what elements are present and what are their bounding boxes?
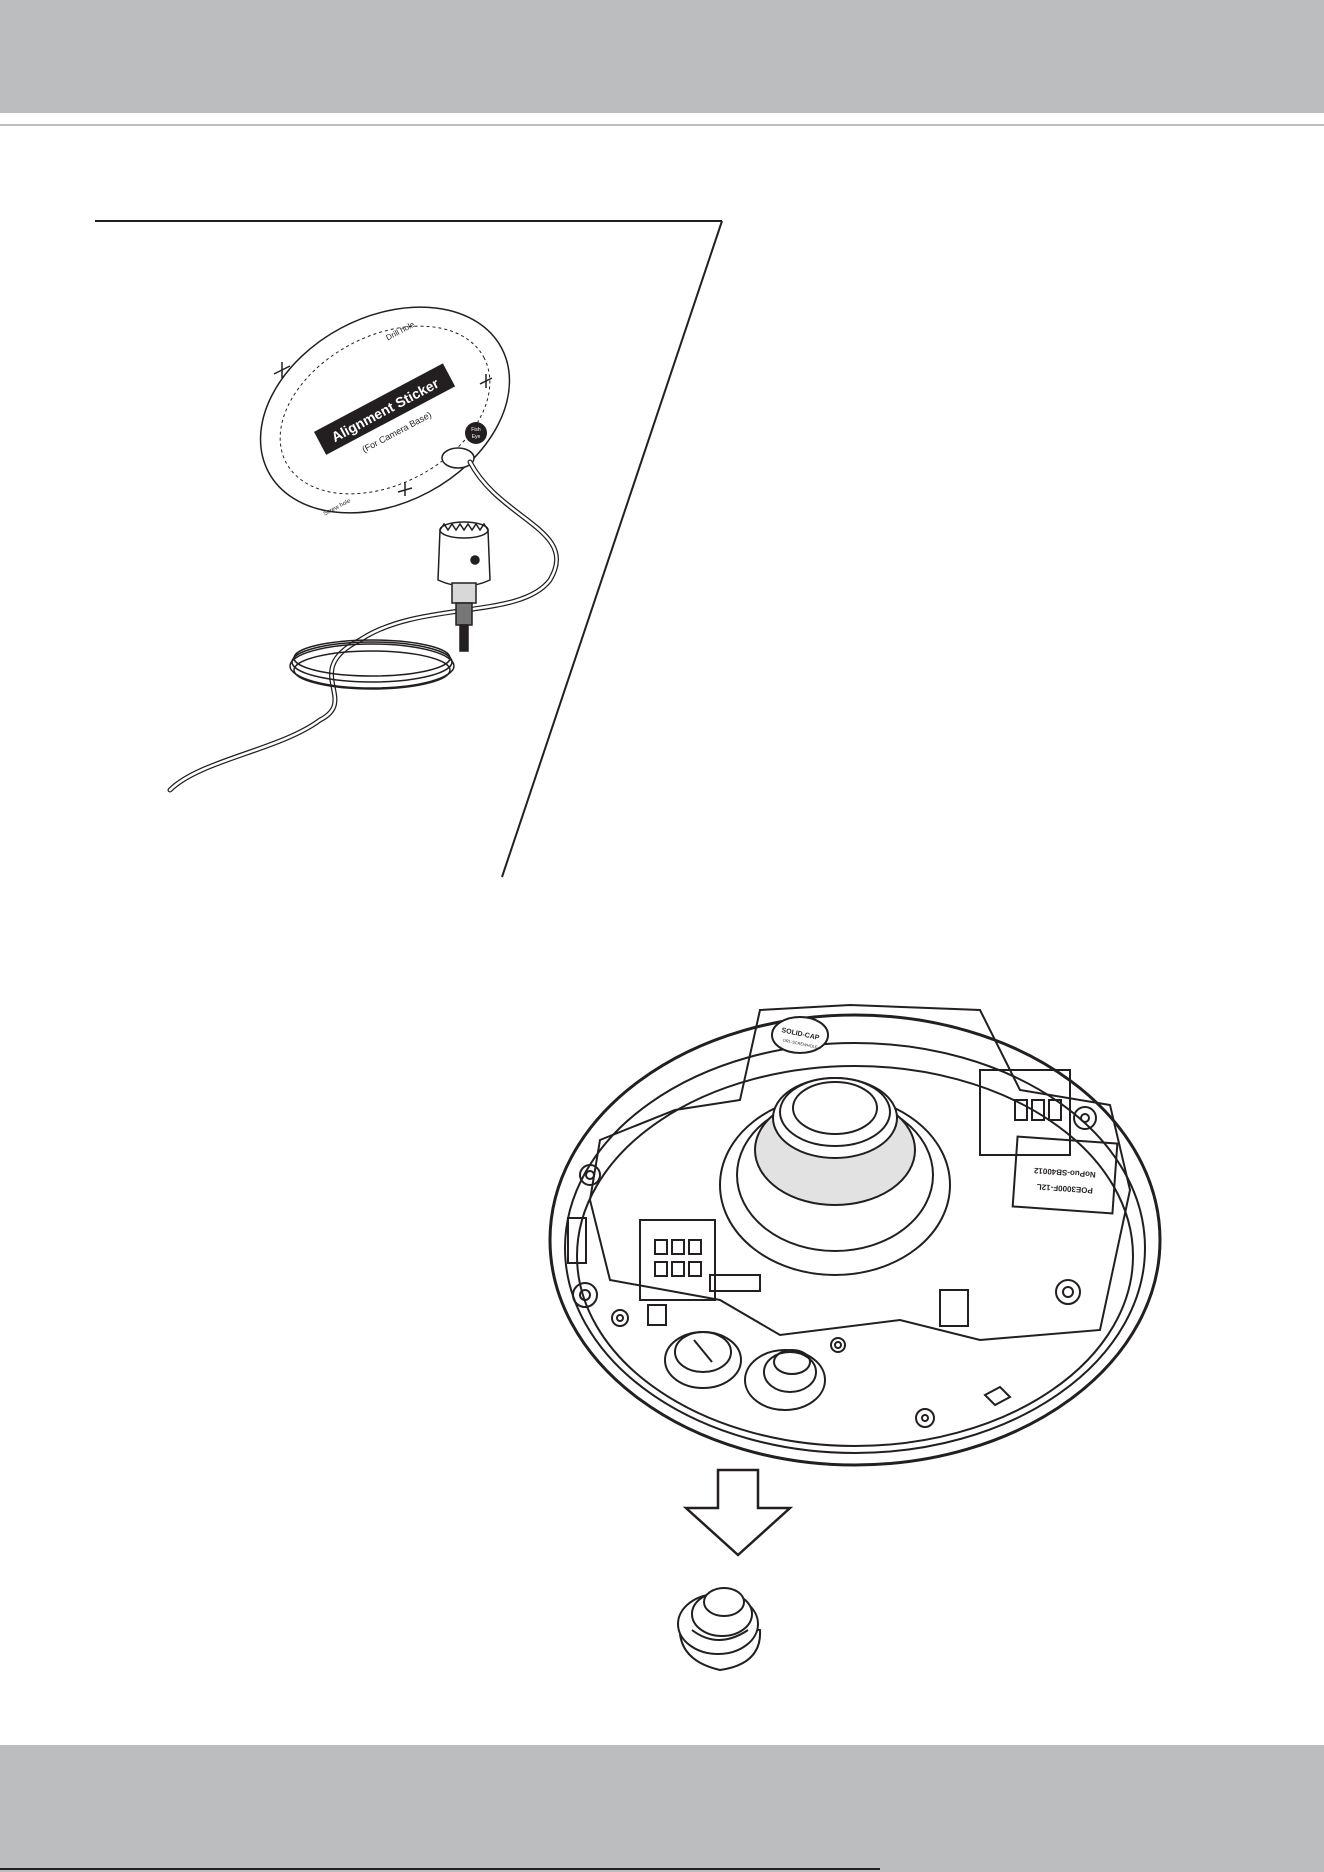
rubber-cap-icon	[678, 1588, 760, 1670]
camera-illustration: SOLID-CAP DRL-SCREWHOLE NoPuo-SB40012 PO…	[0, 0, 1324, 1745]
footer-band	[0, 1745, 1324, 1872]
arrow-down-icon	[686, 1470, 790, 1555]
footer-rule	[0, 1868, 880, 1870]
camera-base	[550, 1005, 1160, 1465]
